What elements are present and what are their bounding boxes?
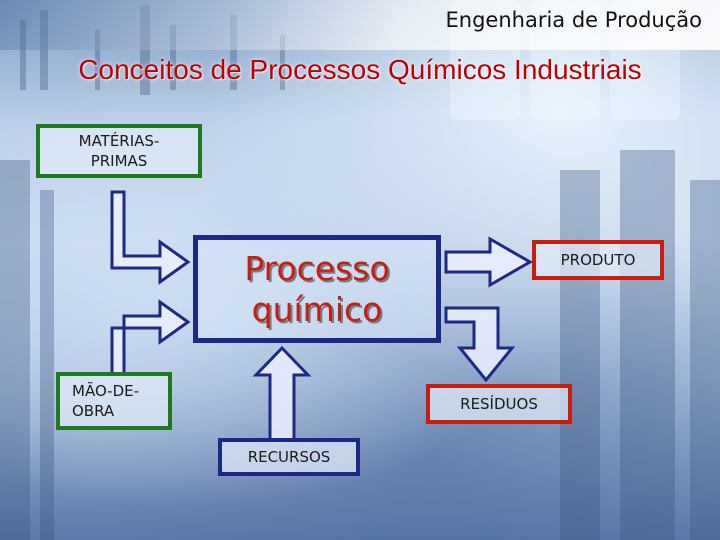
arrow-materias-to-process	[110, 190, 191, 285]
arrow-recursos-to-process	[252, 345, 312, 442]
process-box: Processo químico	[193, 235, 441, 343]
slide-title: Conceitos de Processos Químicos Industri…	[78, 54, 642, 85]
course-subject: Engenharia de Produção	[445, 8, 702, 32]
process-line2: químico	[251, 290, 383, 329]
input-materias-primas: MATÉRIAS- PRIMAS	[36, 124, 202, 178]
output-residuos: RESÍDUOS	[426, 384, 572, 424]
output-produto: PRODUTO	[532, 240, 664, 280]
input-mao-de-obra: MÃO-DE- OBRA	[56, 372, 172, 430]
arrow-process-to-residuos	[444, 306, 516, 383]
mao-de-obra-line2: OBRA	[72, 402, 115, 420]
process-line1: Processo	[244, 249, 390, 288]
arrow-process-to-produto	[444, 236, 534, 288]
produto-label: PRODUTO	[560, 251, 636, 269]
header-band	[0, 0, 720, 50]
arrow-mao-de-obra-to-process	[110, 299, 191, 376]
residuos-label: RESÍDUOS	[460, 395, 538, 413]
mao-de-obra-line1: MÃO-DE-	[72, 382, 140, 400]
materias-primas-line1: MATÉRIAS-	[78, 132, 160, 150]
recursos-label: RECURSOS	[247, 448, 331, 466]
materias-primas-line2: PRIMAS	[90, 152, 148, 170]
input-recursos: RECURSOS	[218, 438, 360, 476]
